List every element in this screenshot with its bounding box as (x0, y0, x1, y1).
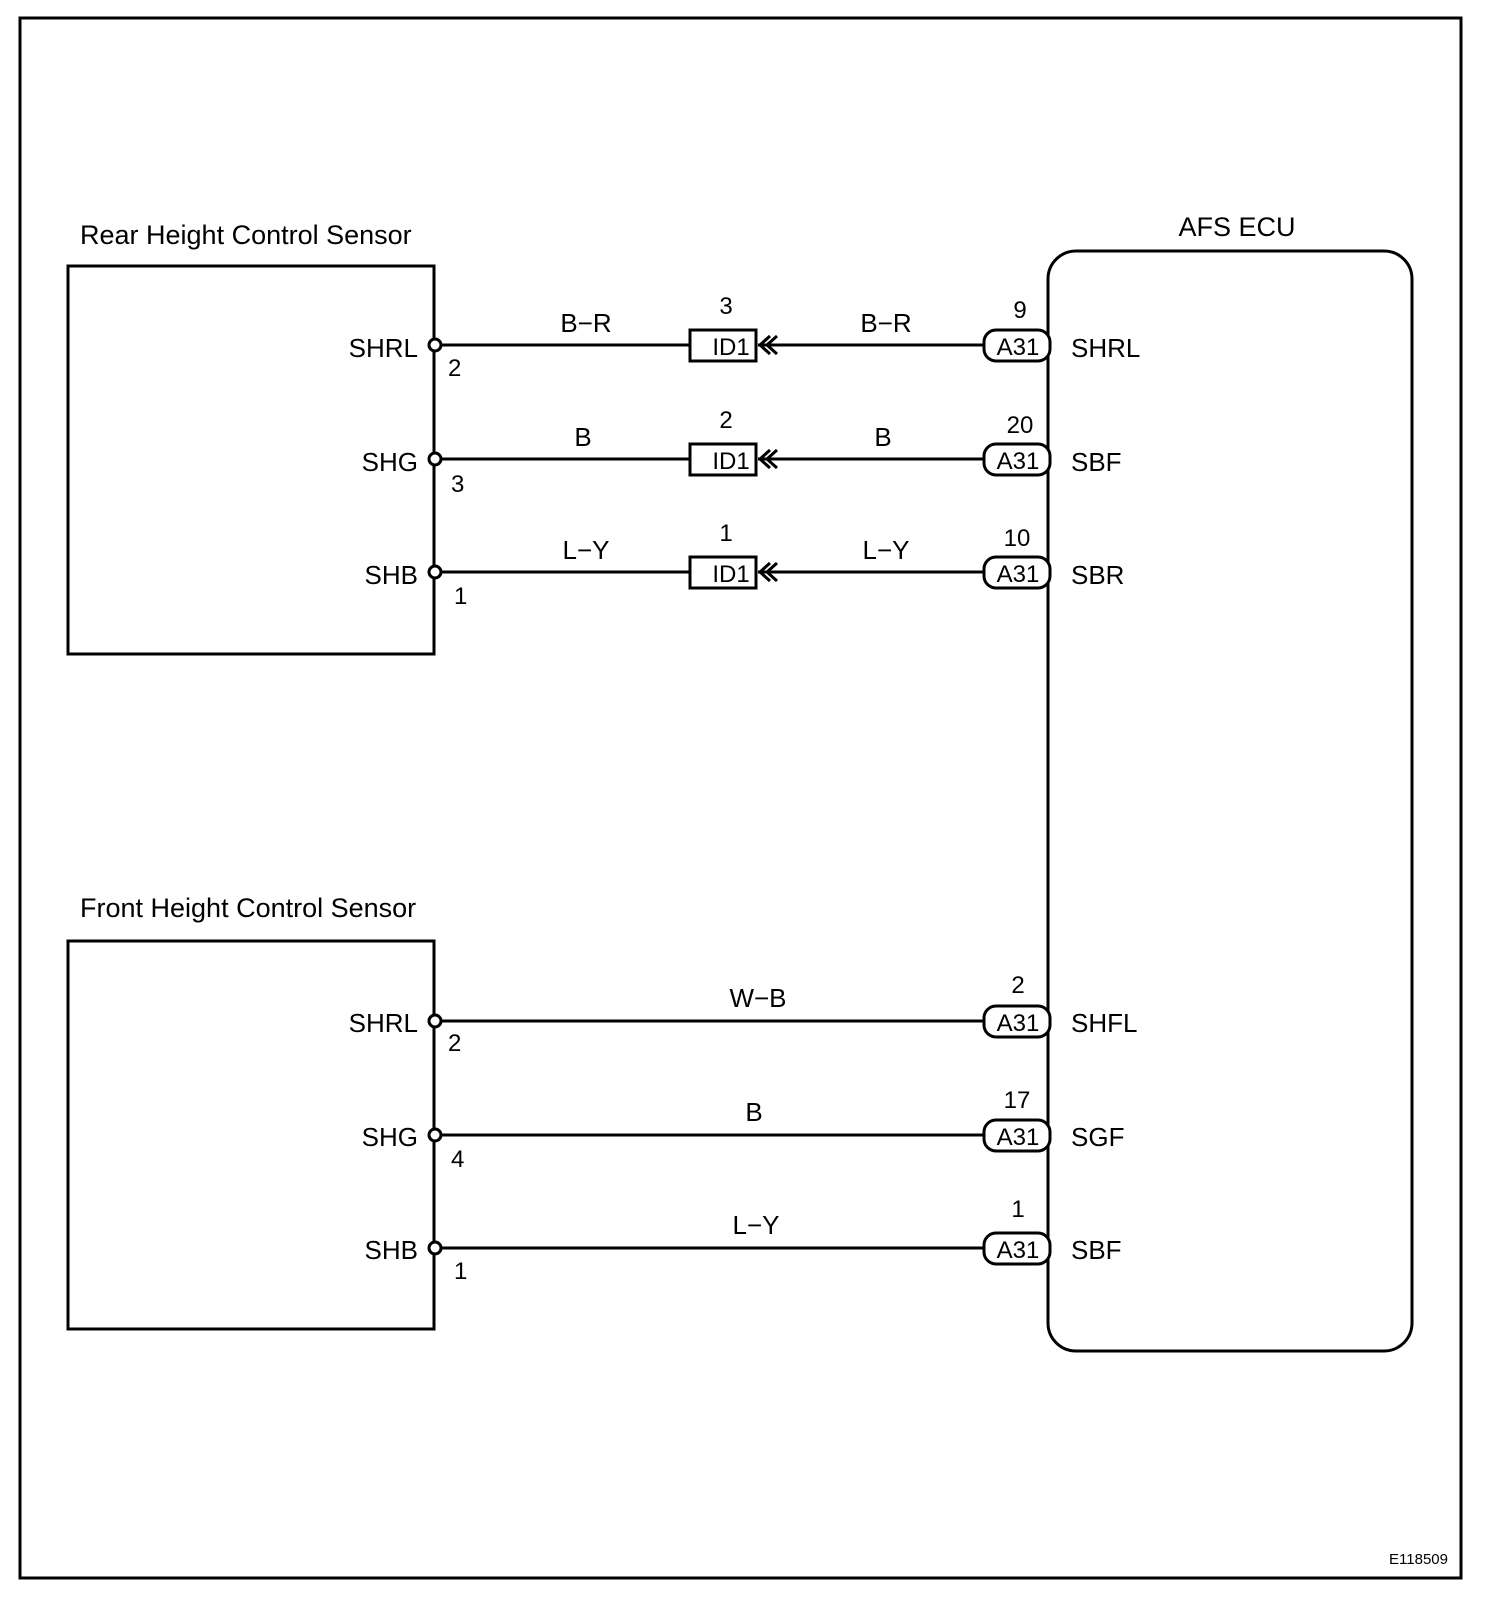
ecu-pin-number-shfl: 2 (1011, 972, 1024, 999)
rear-wire-color-shb-left: L−Y (563, 535, 610, 565)
diagram-frame (18, 16, 1463, 1580)
rear-terminal-shb (427, 564, 443, 580)
id1-connector-2: ID1 (688, 442, 779, 477)
front-terminal-shrl (427, 1013, 443, 1029)
ecu-pin-name-sbf-front: SBF (1071, 1235, 1122, 1265)
ecu-pin-name-sgf: SGF (1071, 1122, 1124, 1152)
rear-wire-color-shg-right: B (874, 422, 891, 452)
a31-connector-1: A31 (982, 328, 1052, 363)
id1-connector-1: ID1 (688, 328, 779, 363)
ecu-pin-name-sbf-rear: SBF (1071, 447, 1122, 477)
ecu-pin-number-shrl: 9 (1013, 297, 1026, 324)
rear-terminal-shg (427, 451, 443, 467)
id1-pin-number-2: 2 (719, 407, 732, 434)
a31-connector-label: A31 (997, 334, 1040, 361)
a31-connector-label: A31 (997, 1237, 1040, 1264)
id1-connector-label: ID1 (712, 561, 749, 588)
front-terminal-shb (427, 1240, 443, 1256)
rear-wire-color-shg-left: B (574, 422, 591, 452)
front-wire-color-shb: L−Y (733, 1210, 780, 1240)
rear-pin-name-shrl: SHRL (349, 333, 418, 363)
ecu-pin-number-sgf: 17 (1004, 1087, 1031, 1114)
ecu-pin-name-sbr: SBR (1071, 560, 1124, 590)
rear-pin-name-shg: SHG (362, 447, 418, 477)
ecu-pin-name-shfl: SHFL (1071, 1008, 1137, 1038)
front-wire-color-shg: B (745, 1097, 762, 1127)
rear-sensor-title: Rear Height Control Sensor (80, 220, 412, 250)
rear-wire-color-shrl-left: B−R (560, 308, 611, 338)
a31-connector-4: A31 (982, 1004, 1052, 1039)
id1-pin-number-3: 1 (719, 520, 732, 547)
ecu-pin-number-sbr: 10 (1004, 525, 1031, 552)
rear-pin-name-shb: SHB (365, 560, 418, 590)
a31-connector-5: A31 (982, 1118, 1052, 1153)
rear-pin-number-shrl: 2 (448, 355, 461, 382)
rear-wire-color-shrl-right: B−R (860, 308, 911, 338)
front-sensor-title: Front Height Control Sensor (80, 893, 416, 923)
front-pin-number-shb: 1 (454, 1258, 467, 1285)
front-pin-name-shb: SHB (365, 1235, 418, 1265)
front-pin-name-shrl: SHRL (349, 1008, 418, 1038)
figure-code: E118509 (1389, 1551, 1448, 1568)
id1-connector-label: ID1 (712, 334, 749, 361)
ecu-pin-number-sbf-rear: 20 (1007, 412, 1034, 439)
rear-pin-number-shg: 3 (451, 471, 464, 498)
a31-connector-label: A31 (997, 1010, 1040, 1037)
front-pin-number-shrl: 2 (448, 1030, 461, 1057)
front-pin-name-shg: SHG (362, 1122, 418, 1152)
ecu-pin-name-shrl: SHRL (1071, 333, 1140, 363)
a31-connector-label: A31 (997, 448, 1040, 475)
a31-connector-6: A31 (982, 1231, 1052, 1266)
rear-pin-number-shb: 1 (454, 583, 467, 610)
rear-terminal-shrl (427, 337, 443, 353)
a31-connector-label: A31 (997, 1124, 1040, 1151)
a31-connector-3: A31 (982, 555, 1052, 590)
id1-connector-label: ID1 (712, 448, 749, 475)
rear-sensor-box (66, 264, 436, 656)
front-pin-number-shg: 4 (451, 1146, 464, 1173)
front-wire-color-shrl: W−B (729, 983, 786, 1013)
a31-connector-label: A31 (997, 561, 1040, 588)
front-terminal-shg (427, 1127, 443, 1143)
id1-pin-number-1: 3 (719, 293, 732, 320)
a31-connector-2: A31 (982, 442, 1052, 477)
rear-wire-color-shb-right: L−Y (863, 535, 910, 565)
front-sensor-box (66, 939, 436, 1331)
id1-connector-3: ID1 (688, 555, 779, 590)
ecu-pin-number-sbf-front: 1 (1011, 1196, 1024, 1223)
ecu-box (1046, 249, 1414, 1353)
ecu-title: AFS ECU (1178, 212, 1295, 242)
